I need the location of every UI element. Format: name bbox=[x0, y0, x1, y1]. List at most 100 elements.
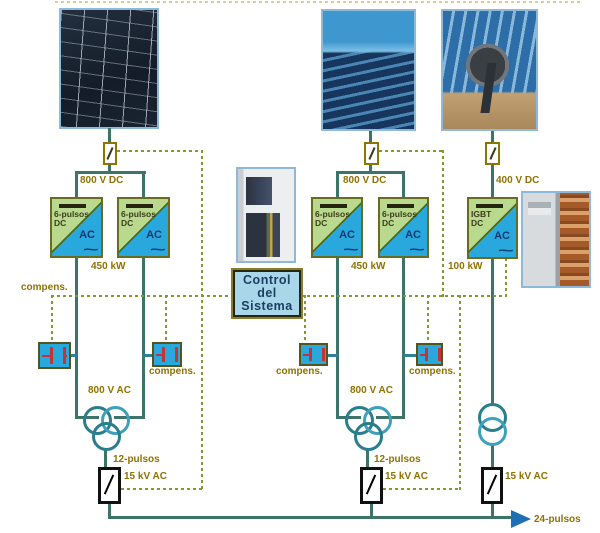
wire bbox=[326, 354, 338, 357]
dc-breaker-switch-1 bbox=[103, 142, 117, 165]
output-bus-line bbox=[108, 516, 513, 519]
transformer-3-winding-icon bbox=[478, 417, 507, 446]
voltage-label-g3-dc: 400 V DC bbox=[496, 175, 540, 186]
inverter-dc-label: DC bbox=[315, 218, 328, 228]
output-pulses-label: 24-pulsos bbox=[534, 514, 581, 525]
inverter-ac-label: AC bbox=[146, 229, 162, 241]
wire bbox=[370, 503, 373, 519]
voltage-label-g2-dc: 800 V DC bbox=[343, 175, 387, 186]
ac-wave-icon: ~ bbox=[498, 243, 515, 258]
control-box-line3: Sistema bbox=[241, 299, 293, 314]
wire bbox=[491, 164, 494, 198]
inverter-6pulse-2a: 6-pulsos DC AC ~ bbox=[311, 197, 363, 258]
control-dashed-line bbox=[505, 258, 507, 297]
kv-label-g1: 15 kV AC bbox=[124, 471, 167, 482]
control-dashed-line bbox=[383, 488, 460, 490]
voltage-label-g1-dc: 800 V DC bbox=[80, 175, 124, 186]
control-dashed-line bbox=[301, 295, 507, 297]
wire bbox=[369, 164, 372, 174]
inverter-type-label: IGBT bbox=[471, 209, 492, 219]
control-dashed-line bbox=[51, 295, 234, 297]
dc-breaker-switch-3 bbox=[485, 142, 500, 165]
control-dashed-line bbox=[121, 488, 202, 490]
dc-symbol-icon bbox=[126, 204, 153, 208]
capacitor-icon bbox=[40, 344, 69, 367]
wire bbox=[104, 449, 107, 467]
compensator-1a bbox=[38, 342, 71, 369]
pulses-label-g1: 12-pulsos bbox=[113, 454, 160, 465]
wire bbox=[336, 171, 405, 174]
inverter-6pulse-1a: 6-pulsos DC AC ~ bbox=[50, 197, 103, 258]
wire bbox=[75, 171, 78, 198]
transformer-2-winding-icon bbox=[354, 422, 383, 451]
ac-wave-icon: ~ bbox=[343, 242, 360, 257]
wire bbox=[491, 444, 494, 467]
control-dashed-line bbox=[117, 150, 203, 152]
wire bbox=[369, 131, 372, 143]
dc-breaker-switch-2 bbox=[364, 142, 379, 165]
inverter-ac-label: AC bbox=[494, 230, 510, 242]
ac-wave-icon: ~ bbox=[150, 242, 167, 257]
wire bbox=[336, 171, 339, 198]
control-dashed-line bbox=[304, 295, 306, 344]
pv-array-photo-2 bbox=[321, 9, 416, 131]
wire bbox=[108, 128, 111, 143]
inverter-ac-label: AC bbox=[405, 229, 421, 241]
control-dashed-line bbox=[442, 150, 444, 297]
wire bbox=[491, 258, 494, 405]
dc-symbol-icon bbox=[59, 204, 86, 208]
control-cabinet-photo bbox=[236, 167, 296, 263]
dc-symbol-icon bbox=[320, 204, 347, 208]
converter-cabinet-photo bbox=[521, 191, 591, 288]
pv-array-photo-1 bbox=[59, 8, 159, 129]
inverter-dc-label: DC bbox=[54, 218, 67, 228]
mv-breaker-switch-3 bbox=[481, 467, 503, 504]
mv-breaker-switch-1 bbox=[98, 467, 121, 504]
wire bbox=[491, 131, 494, 143]
power-label-g1: 450 kW bbox=[91, 261, 126, 272]
wire bbox=[143, 354, 153, 357]
control-box-line1: Control bbox=[243, 272, 291, 287]
control-dashed-line bbox=[379, 150, 443, 152]
mv-breaker-switch-2 bbox=[360, 467, 383, 504]
compens-label-1a: compens. bbox=[21, 282, 68, 293]
ac-wave-icon: ~ bbox=[83, 242, 100, 257]
dc-symbol-icon bbox=[387, 204, 414, 208]
voltage-label-g1-ac: 800 V AC bbox=[88, 385, 131, 396]
dish-concentrator-photo bbox=[441, 9, 538, 131]
pulses-label-g2: 12-pulsos bbox=[374, 454, 421, 465]
control-dashed-line bbox=[51, 295, 53, 343]
wire bbox=[403, 354, 417, 357]
capacitor-icon bbox=[301, 345, 326, 364]
inverter-igbt: IGBT DC AC ~ bbox=[467, 197, 518, 259]
wire bbox=[336, 257, 339, 419]
wire bbox=[142, 257, 145, 419]
kv-label-g3: 15 kV AC bbox=[505, 471, 548, 482]
inverter-type-label: 6-pulsos bbox=[315, 209, 350, 219]
control-system-box: Control del Sistema bbox=[233, 270, 301, 317]
wire bbox=[69, 354, 77, 357]
ac-wave-icon: ~ bbox=[409, 242, 426, 257]
inverter-type-label: 6-pulsos bbox=[54, 209, 89, 219]
compens-label-1b: compens. bbox=[149, 366, 196, 377]
wire bbox=[366, 449, 369, 467]
inverter-type-label: 6-pulsos bbox=[121, 209, 156, 219]
wire bbox=[142, 171, 145, 198]
capacitor-icon bbox=[418, 345, 441, 364]
transformer-1-winding-icon bbox=[92, 422, 121, 451]
wire bbox=[108, 503, 111, 519]
compens-label-2b: compens. bbox=[409, 366, 456, 377]
control-box-line2: del bbox=[257, 285, 277, 300]
kv-label-g2: 15 kV AC bbox=[385, 471, 428, 482]
compens-label-2a: compens. bbox=[276, 366, 323, 377]
inverter-type-label: 6-pulsos bbox=[382, 209, 417, 219]
wire bbox=[75, 257, 78, 419]
wire bbox=[402, 171, 405, 198]
wire bbox=[402, 257, 405, 419]
compensator-2b bbox=[416, 343, 443, 366]
wire bbox=[491, 503, 494, 519]
capacitor-icon bbox=[154, 344, 180, 365]
wire bbox=[75, 171, 146, 174]
control-dashed-line bbox=[165, 295, 167, 343]
